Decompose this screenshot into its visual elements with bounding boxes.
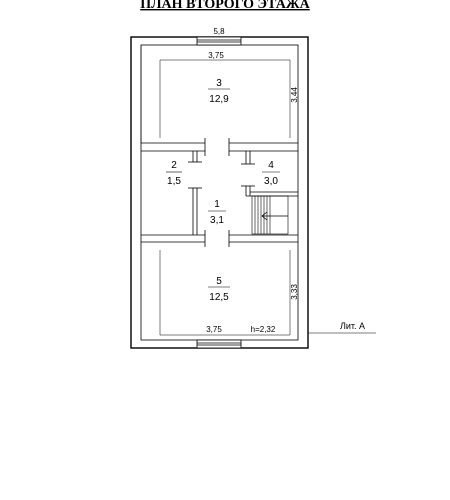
room3-number: 3 [216,78,222,89]
room1-area: 3,1 [210,215,224,226]
dim-room5-depth: 3,33 [290,284,299,300]
room4-number: 4 [268,160,274,171]
window-bottom [196,339,242,349]
plan-title: ПЛАН ВТОРОГО ЭТАЖА [140,0,310,12]
room1-number: 1 [214,199,220,210]
fraction-lines [166,88,280,288]
dim-room5-width: 3,75 [206,325,222,334]
dim-room3-width: 3,75 [208,51,224,60]
room2-area: 1,5 [167,176,181,187]
dim-room3-depth: 3,44 [290,87,299,103]
lit-label: Лит. А [340,321,365,331]
room4-area: 3,0 [264,176,278,187]
room5-number: 5 [216,276,222,287]
room5-area: 12,5 [209,292,229,303]
room3-area: 12,9 [209,94,229,105]
dim-overall-width: 5,8 [213,27,225,36]
dim-ceiling-height: h=2,32 [251,325,276,334]
window-top [196,36,242,46]
doors [188,138,255,247]
staircase [251,195,289,235]
dimension-lines [140,45,291,336]
room2-number: 2 [171,160,177,171]
interior-walls [141,142,298,243]
